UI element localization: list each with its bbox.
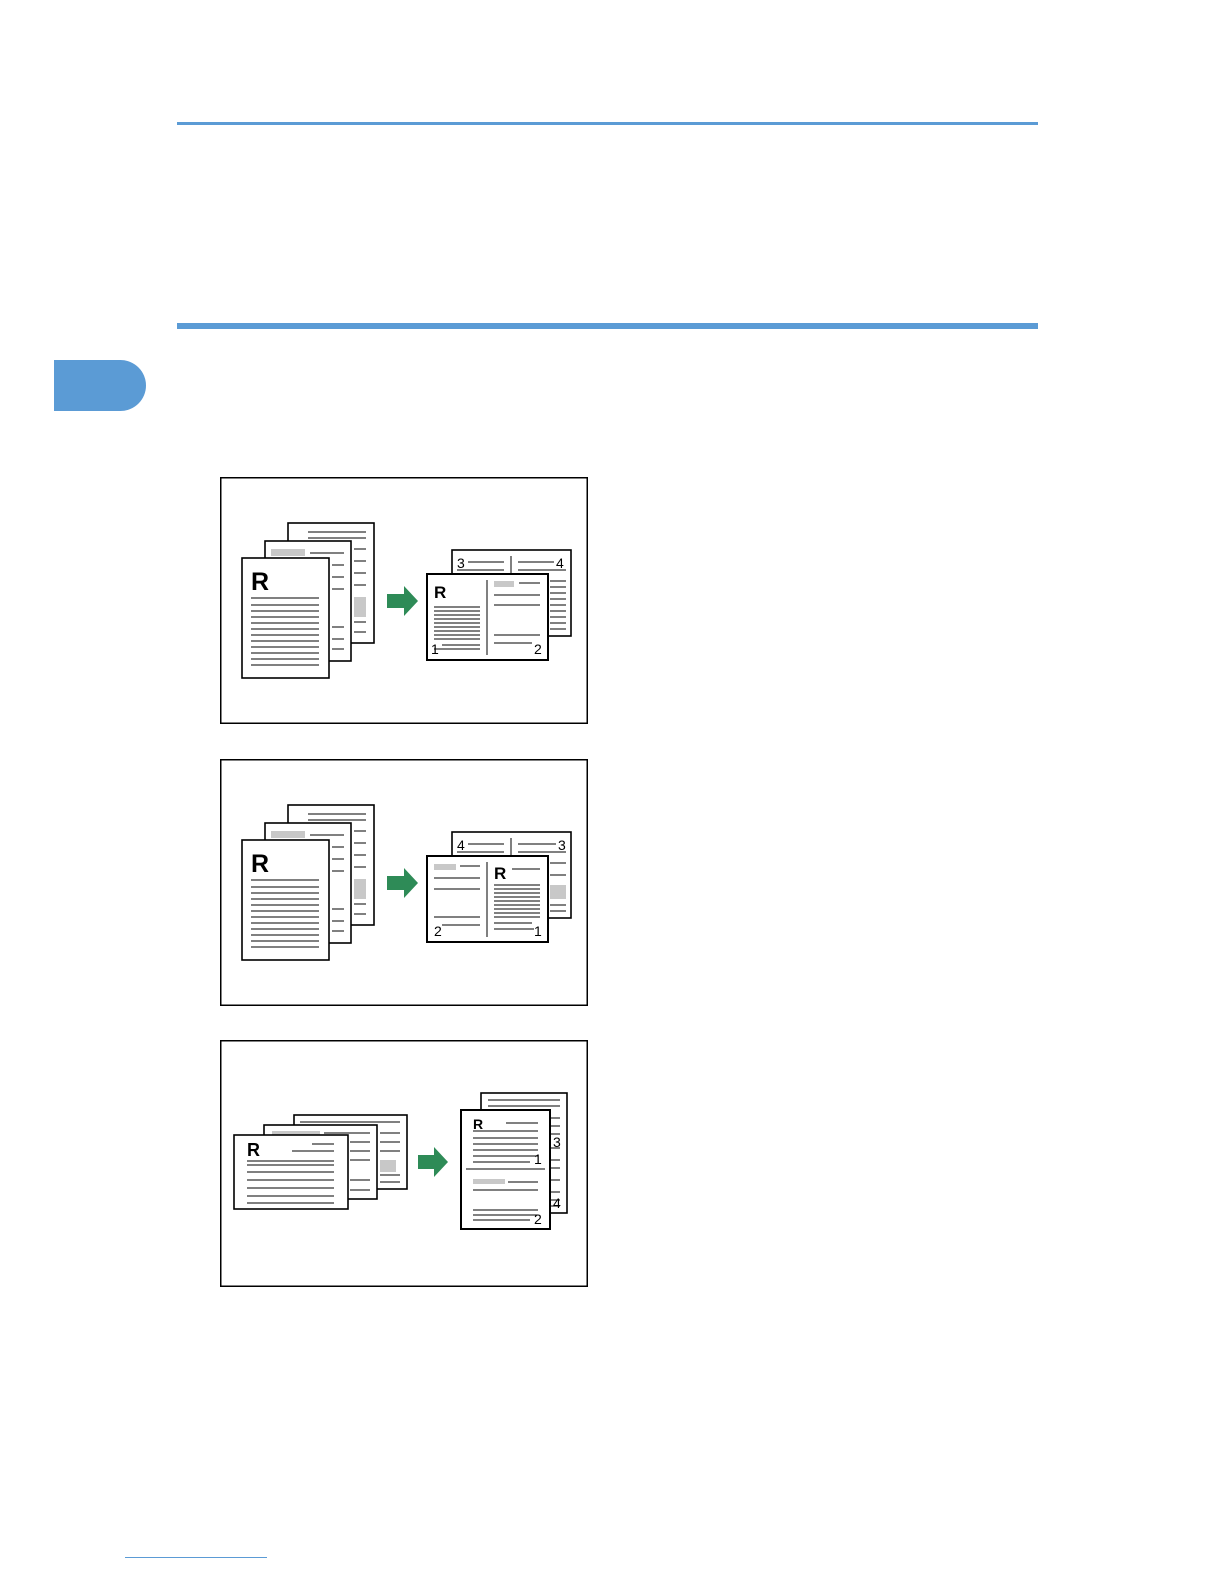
page-number-2: 2 [434, 923, 442, 939]
header-rule [177, 122, 1038, 125]
original-letter: R [251, 850, 269, 878]
output-booklet: 3 4 R 1 2 [461, 1093, 567, 1229]
figure-booklet-right-open: R 4 3 R [220, 759, 588, 1005]
footer-rule [125, 1557, 267, 1558]
output-letter: R [434, 583, 446, 602]
page-number-1: 1 [534, 923, 542, 939]
page-number-4: 4 [553, 1195, 561, 1211]
page-number-1: 1 [534, 1151, 542, 1167]
original-letter: R [247, 1140, 260, 1160]
figure-booklet-left-open: R 3 4 R [220, 477, 588, 723]
page-number-3: 3 [558, 837, 566, 853]
page-number-4: 4 [556, 555, 564, 571]
page-number-3: 3 [457, 555, 465, 571]
page-number-2: 2 [534, 641, 542, 657]
figure-booklet-top-open: R 3 4 R [220, 1040, 588, 1286]
chapter-tab [54, 360, 146, 411]
page-number-3: 3 [553, 1134, 561, 1150]
section-rule [177, 323, 1038, 329]
page-number-1: 1 [431, 641, 439, 657]
page-number-4: 4 [457, 837, 465, 853]
original-letter: R [251, 568, 269, 596]
page-number-2: 2 [534, 1211, 542, 1227]
output-letter: R [473, 1116, 483, 1132]
output-letter: R [494, 864, 506, 883]
